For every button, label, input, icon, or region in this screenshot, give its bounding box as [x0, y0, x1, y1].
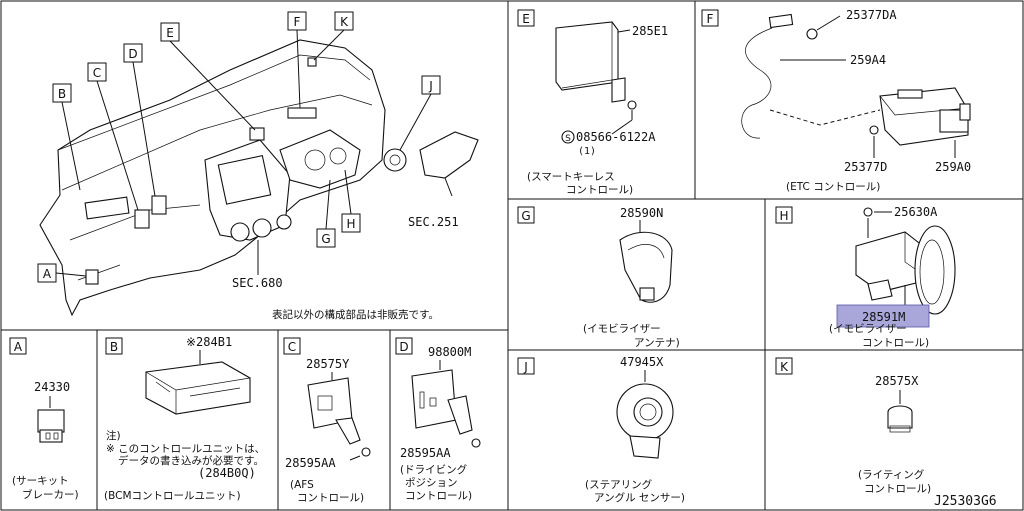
svg-text:D: D	[128, 47, 137, 61]
svg-text:(ドライビング: (ドライビング	[400, 463, 468, 476]
callout-K: A K	[313, 11, 354, 61]
F-part-259A4: 259A4	[850, 53, 886, 67]
svg-text:H: H	[779, 209, 788, 223]
svg-text:G: G	[321, 232, 330, 246]
svg-text:コントロール): コントロール)	[862, 337, 929, 349]
not-sold-note: 表記以外の構成部品は非販売です。	[272, 308, 439, 321]
svg-text:S: S	[565, 134, 571, 144]
svg-text:(イモビライザー: (イモビライザー	[583, 323, 661, 335]
svg-text:コントロール): コントロール)	[297, 492, 364, 504]
svg-text:E: E	[166, 26, 174, 40]
panel-H: H 25630A 28591M (イモビライザー コントロール)	[775, 205, 956, 349]
svg-text:H: H	[346, 217, 355, 231]
svg-text:※ このコントロールユニットは、: ※ このコントロールユニットは、	[106, 443, 265, 455]
F-part-25377DA: 25377DA	[846, 8, 897, 22]
svg-text:K: K	[340, 15, 349, 29]
callout-B: B	[52, 83, 81, 191]
panel-C: C 28575Y 28595AA (AFS コントロール)	[283, 337, 371, 504]
svg-text:(284B0Q): (284B0Q)	[198, 466, 256, 480]
H-part-25630A: 25630A	[894, 205, 938, 219]
svg-text:アンテナ): アンテナ)	[634, 337, 680, 349]
panel-G: G 28590N (イモビライザー アンテナ)	[517, 206, 680, 349]
callout-C: C	[87, 62, 139, 211]
svg-text:(イモビライザー: (イモビライザー	[829, 323, 907, 335]
svg-text:F: F	[707, 12, 714, 26]
callout-H: H	[341, 169, 361, 233]
svg-text:(ETC コントロール): (ETC コントロール)	[786, 181, 880, 193]
panel-K: K 28575X (ライティング コントロール)	[775, 357, 931, 495]
svg-text:注): 注)	[106, 429, 121, 442]
svg-text:(AFS: (AFS	[290, 479, 314, 491]
svg-text:G: G	[521, 209, 530, 223]
svg-text:A: A	[43, 267, 52, 281]
callout-G: G	[316, 179, 336, 248]
svg-text:(1): (1)	[578, 146, 596, 157]
svg-text:(ライティング: (ライティング	[858, 468, 925, 481]
callout-A: A	[37, 263, 87, 283]
H-part-28591M: 28591M	[862, 310, 905, 324]
callout-J: J	[399, 75, 441, 151]
svg-text:コントロール): コントロール)	[864, 483, 931, 495]
diagram-id: J25303G6	[934, 494, 997, 509]
panel-B: B ※284B1 注) ※ このコントロールユニットは、 データの書き込みが必要…	[104, 335, 265, 502]
main-dashboard-view: B C D E F A K	[37, 11, 479, 321]
svg-text:K: K	[780, 360, 789, 374]
svg-text:F: F	[294, 15, 301, 29]
svg-text:データの書き込みが必要です。: データの書き込みが必要です。	[118, 454, 264, 467]
svg-text:アングル センサー): アングル センサー)	[594, 491, 685, 504]
K-part-28575X: 28575X	[875, 374, 919, 388]
callout-D: D	[123, 43, 156, 197]
svg-text:ブレーカー): ブレーカー)	[22, 488, 79, 501]
svg-text:コントロール): コントロール)	[566, 184, 633, 196]
svg-text:(ステアリング: (ステアリング	[585, 478, 653, 491]
svg-text:A: A	[14, 340, 23, 354]
A-part-24330: 24330	[34, 380, 70, 394]
callout-E: E	[160, 22, 256, 131]
J-part-47945X: 47945X	[620, 355, 664, 369]
svg-text:コントロール): コントロール)	[405, 490, 472, 502]
svg-text:ポジション: ポジション	[405, 477, 458, 489]
D-part-28595AA: 28595AA	[400, 446, 451, 460]
svg-text:E: E	[522, 12, 530, 26]
panel-E: E 285E1 S 08566-6122A (1) (スマートキーレス コントロ…	[517, 9, 668, 196]
svg-text:C: C	[288, 340, 296, 354]
F-part-25377D: 25377D	[844, 160, 887, 174]
C-part-28575Y: 28575Y	[306, 357, 350, 371]
svg-text:B: B	[110, 340, 118, 354]
svg-text:C: C	[93, 66, 101, 80]
svg-text:(スマートキーレス: (スマートキーレス	[527, 171, 615, 183]
callout-F: F	[287, 11, 307, 109]
svg-text:(サーキット: (サーキット	[12, 475, 69, 487]
D-part-98800M: 98800M	[428, 345, 471, 359]
panel-D: D 98800M 28595AA (ドライビング ポジション コントロール)	[395, 337, 481, 502]
E-part-285E1: 285E1	[632, 24, 668, 38]
panel-A: A 24330 (サーキット ブレーカー)	[9, 337, 79, 501]
panel-J: J 47945X (ステアリング アングル センサー)	[517, 355, 685, 504]
H-part-highlight	[836, 304, 930, 328]
svg-text:J: J	[428, 79, 433, 93]
panel-F: F 25377DA 259A4 25377D 259A0 (ETC コントロール…	[701, 8, 971, 193]
G-part-28590N: 28590N	[620, 206, 663, 220]
sec-251-label: SEC.251	[408, 215, 459, 229]
sec-680-label: SEC.680	[232, 276, 283, 290]
E-part-screw: 08566-6122A	[576, 130, 656, 144]
B-part-284B1: ※284B1	[186, 335, 232, 349]
C-part-28595AA: 28595AA	[285, 456, 336, 470]
svg-text:J: J	[523, 360, 528, 374]
svg-text:B: B	[58, 87, 66, 101]
svg-text:(BCMコントロールユニット): (BCMコントロールユニット)	[104, 490, 241, 502]
svg-text:D: D	[399, 340, 408, 354]
F-part-259A0: 259A0	[935, 160, 971, 174]
